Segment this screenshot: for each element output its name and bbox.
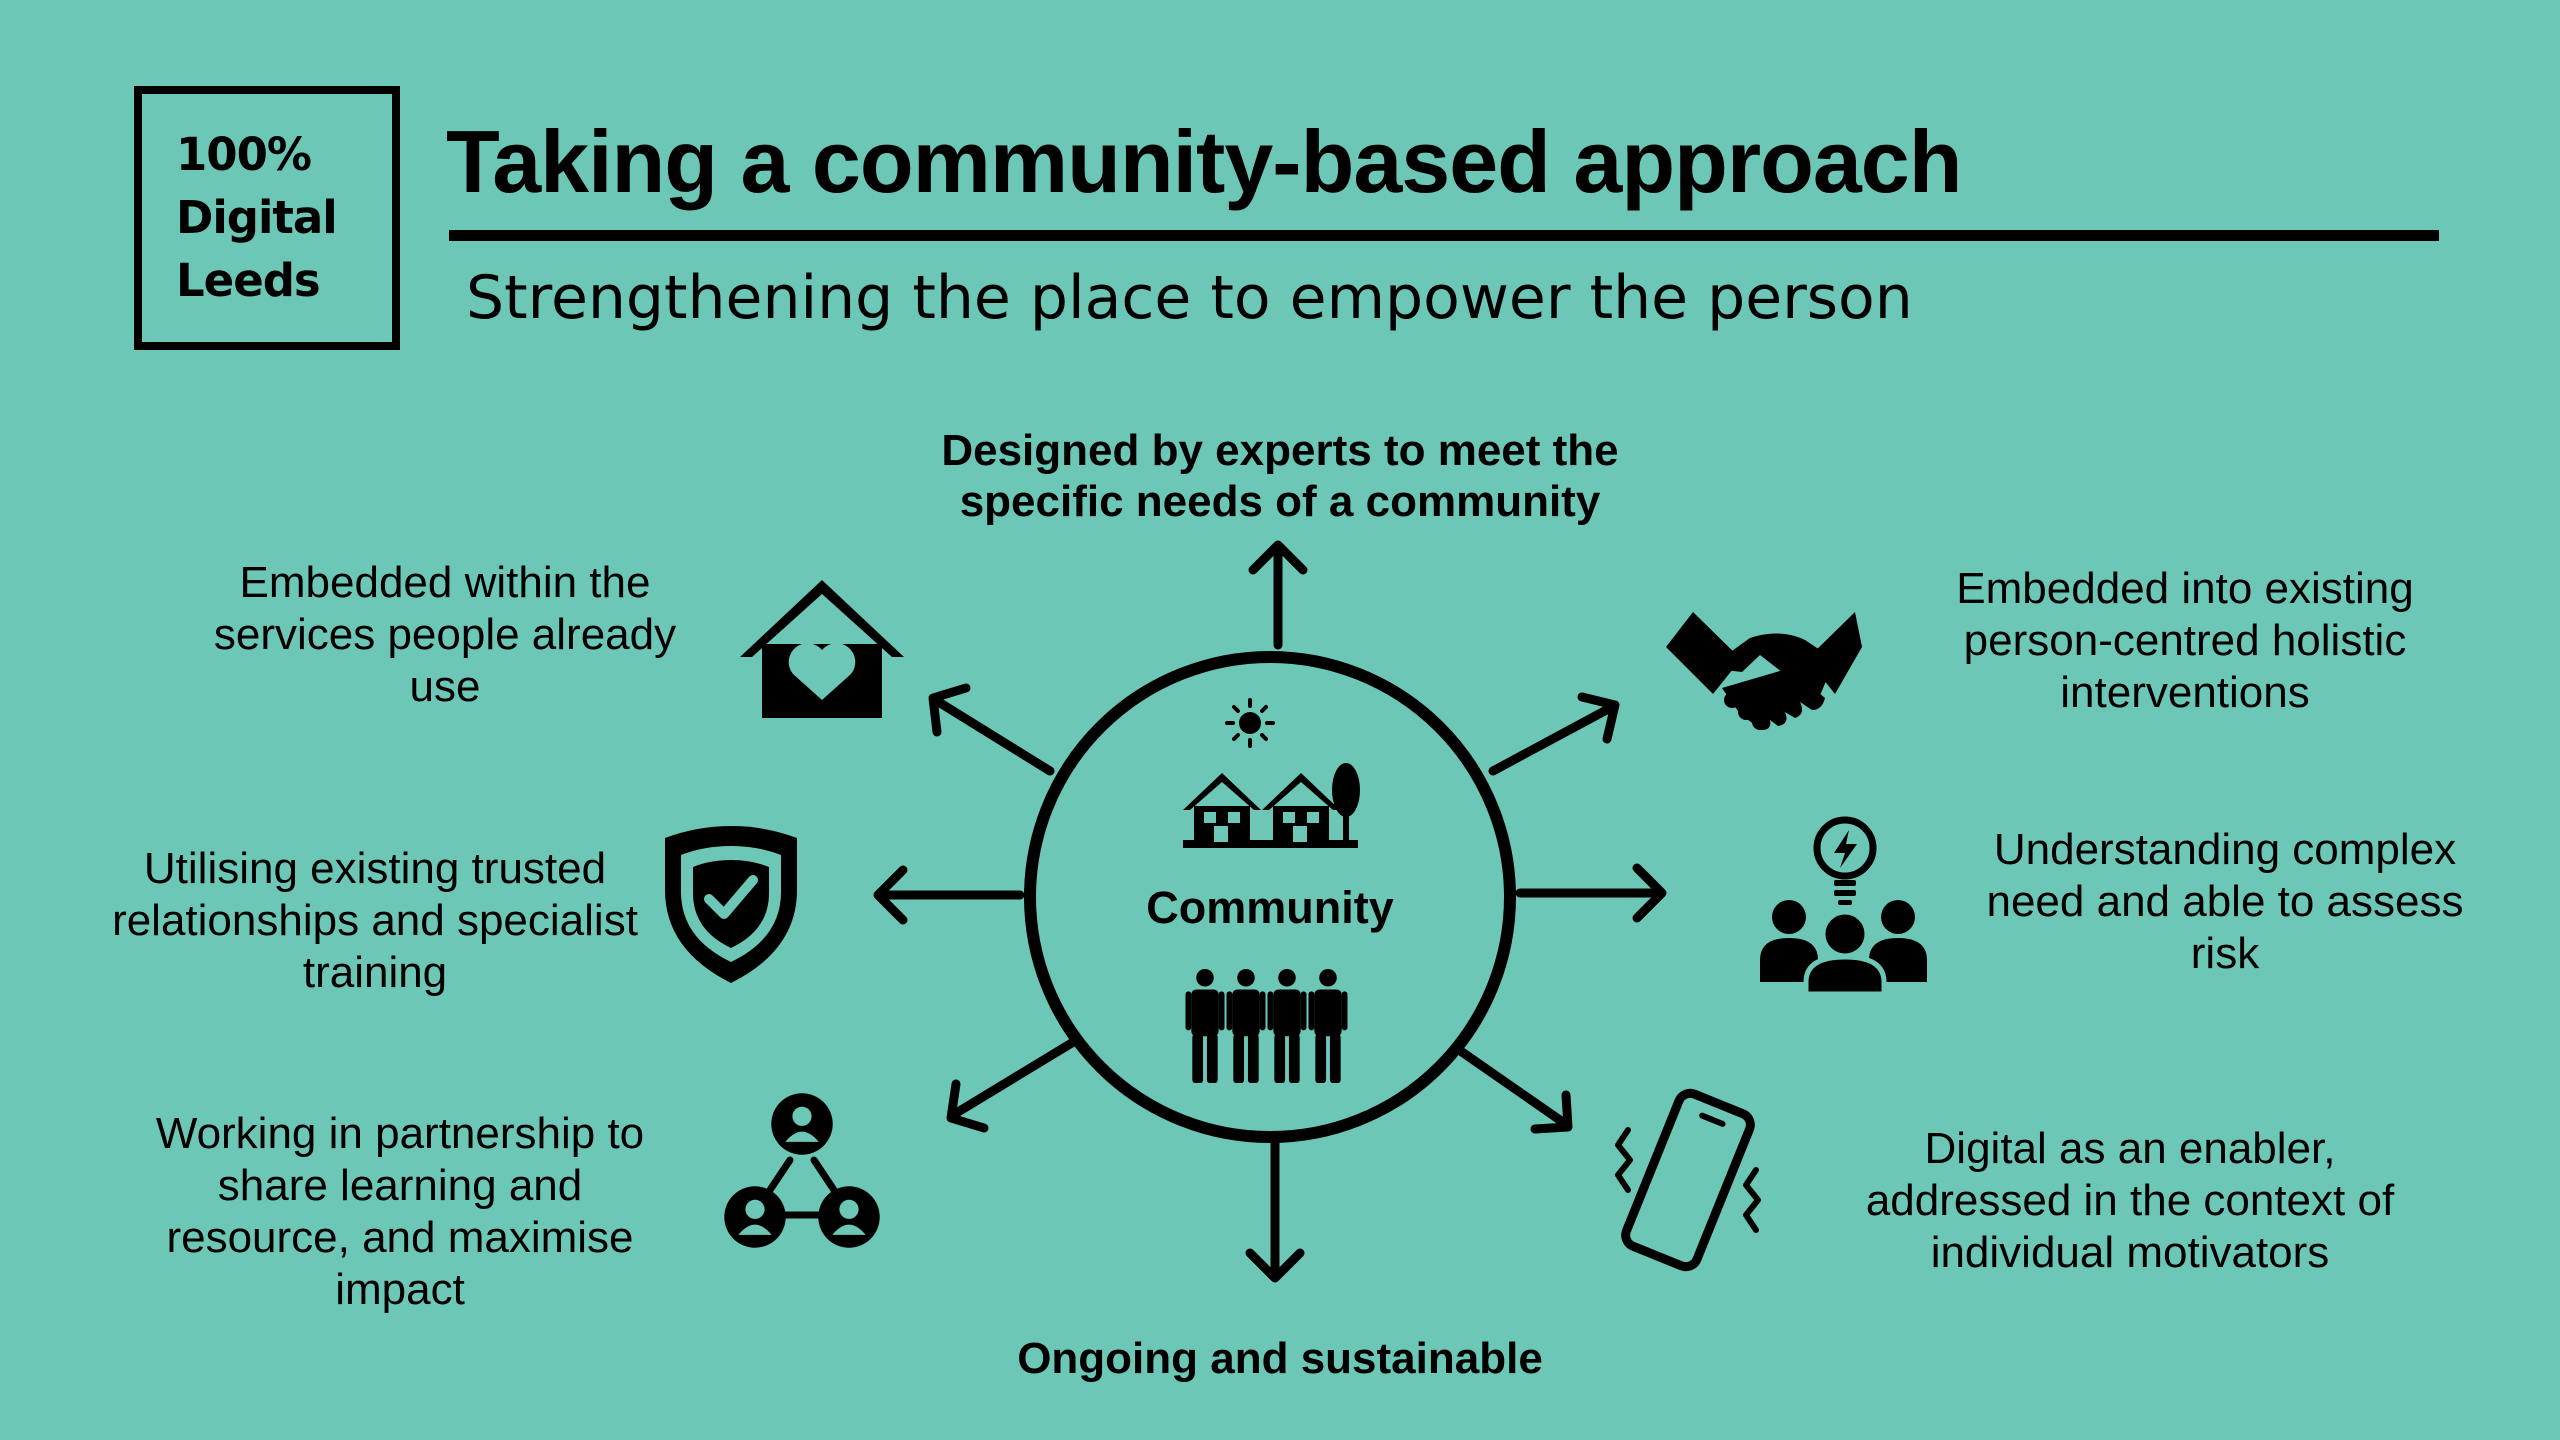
item-top-text: Designed by experts to meet the specific… xyxy=(941,426,1619,526)
page-title: Taking a community-based approach xyxy=(446,112,1962,211)
vibrating-phone-icon xyxy=(1615,1088,1761,1272)
sun-icon xyxy=(1225,698,1275,748)
logo-line-3: Leeds xyxy=(176,254,321,307)
item-upper-right-text: Embedded into existing person-centred ho… xyxy=(1956,564,2414,717)
logo-line-2: Digital xyxy=(176,191,338,244)
page-subtitle: Strengthening the place to empower the p… xyxy=(466,263,1913,333)
arrow-lower-right xyxy=(1457,1047,1573,1134)
item-upper-left-text: Embedded within the services people alre… xyxy=(213,558,677,711)
item-lower-right-text: Digital as an enabler, addressed in the … xyxy=(1865,1124,2395,1277)
arrow-bottom xyxy=(1245,1135,1305,1283)
arrow-top xyxy=(1248,540,1308,650)
arrow-upper-right xyxy=(1488,692,1620,776)
arrow-left xyxy=(873,865,1025,925)
logo: 100% Digital Leeds xyxy=(134,86,400,350)
title-divider xyxy=(449,230,2439,241)
community-label: Community xyxy=(1146,882,1394,933)
network-people-icon xyxy=(724,1093,880,1248)
community-circle xyxy=(1024,651,1516,1143)
item-lower-left-text: Working in partnership to share learning… xyxy=(155,1109,645,1314)
item-middle-left-text: Utilising existing trusted relationships… xyxy=(112,844,638,997)
team-lightbulb-icon xyxy=(1760,816,1927,997)
diagram-arrows xyxy=(873,540,1667,1283)
arrow-right xyxy=(1515,863,1667,923)
item-middle-right-text: Understanding complex need and able to a… xyxy=(1986,825,2464,978)
house-heart-icon xyxy=(740,580,904,718)
item-bottom-text: Ongoing and sustainable xyxy=(1017,1334,1543,1383)
handshake-icon xyxy=(1666,612,1862,730)
arrow-upper-left xyxy=(928,683,1055,776)
logo-line-1: 100% xyxy=(176,128,312,181)
people-group-icon xyxy=(1185,968,1348,1084)
arrow-lower-left xyxy=(946,1036,1080,1133)
shield-check-icon xyxy=(665,826,797,983)
houses-icon xyxy=(1183,763,1360,848)
